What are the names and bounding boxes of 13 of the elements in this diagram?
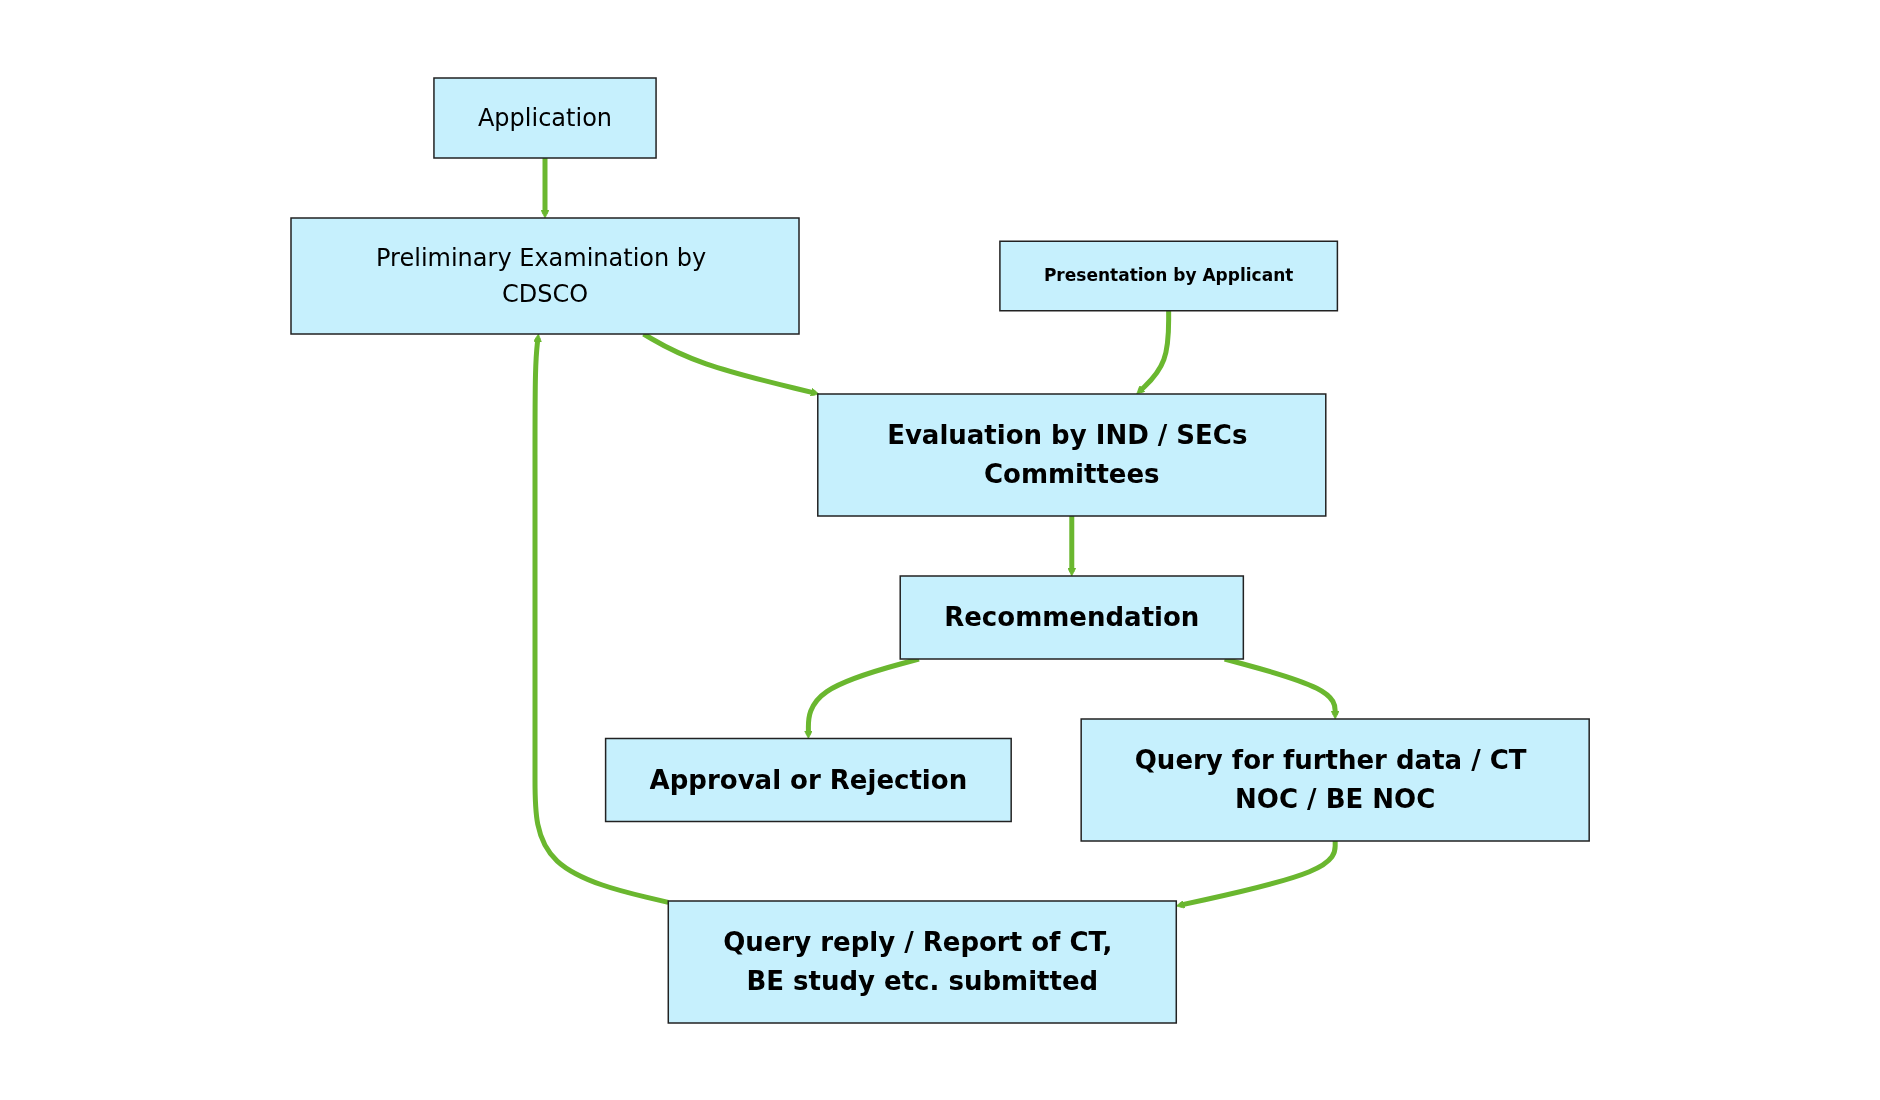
node-box: Evaluation by IND / SECs Committees [816,392,1327,517]
node-box: Application [433,76,657,159]
arrow [1067,515,1077,576]
node-box: Approval or Rejection [604,737,1012,822]
arrow [532,333,669,905]
node-box: Recommendation [899,574,1244,660]
node-box: Presentation by Applicant [999,240,1339,311]
node-box: Query for further data / CT NOC / BE NOC [1080,717,1590,842]
node-box: Query reply / Report of CT, BE study etc. submitted [667,899,1177,1024]
arrow [1136,310,1172,394]
arrow [540,157,550,218]
node-box: Preliminary Examination by CDSCO [290,216,800,335]
arrow [1175,840,1338,909]
